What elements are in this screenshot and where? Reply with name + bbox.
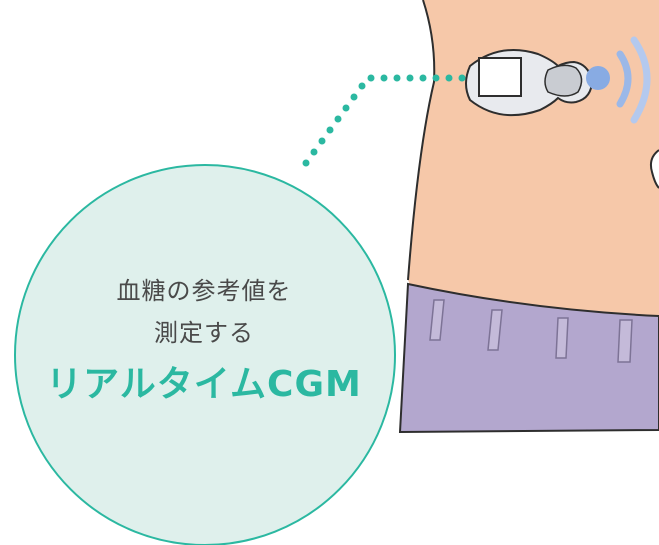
callout-text: 血糖の参考値を 測定する リアルタイムCGM [8, 272, 400, 408]
belt-loops [429, 299, 633, 363]
product-name: リアルタイムCGM [46, 364, 362, 405]
wireless-signal-icon [586, 36, 651, 124]
cgm-sensor-icon [465, 49, 594, 117]
callout-line-2: 測定する [154, 319, 254, 347]
torso-outline [407, 0, 436, 281]
dotted-leader-line [302, 74, 466, 167]
partial-device [649, 149, 659, 189]
callout-bubble [14, 164, 396, 545]
callout-line-1: 血糖の参考値を [116, 277, 292, 305]
